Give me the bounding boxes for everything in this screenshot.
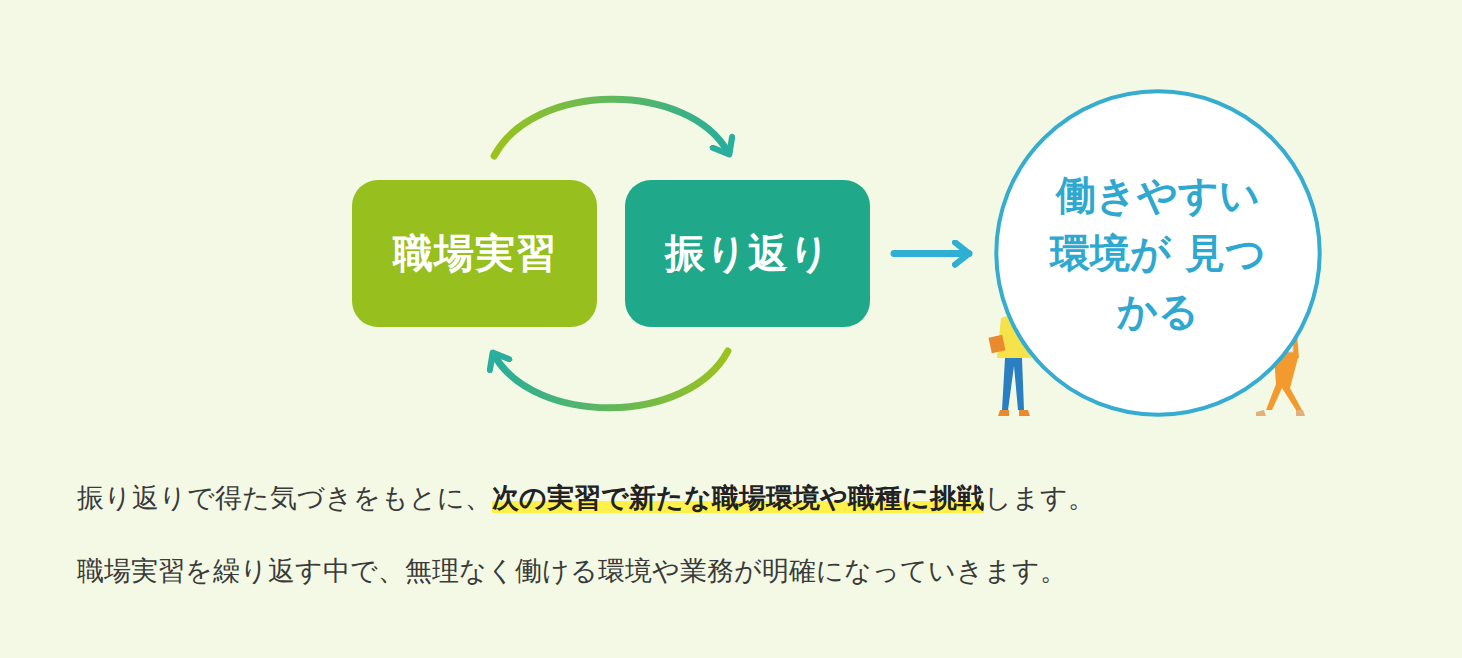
flow-arrow (494, 351, 728, 408)
node-text: 働きやすい 環境が 見つかる (1043, 166, 1273, 340)
flow-arrow (894, 250, 969, 257)
goal-circle: 働きやすい 環境が 見つかる (993, 88, 1323, 418)
body-text: します。 (984, 482, 1095, 513)
node-text: 職場実習 (393, 226, 557, 281)
highlight-text: 次の実習で新たな職場環境や職種に挑戦 (492, 482, 984, 513)
description-line: 振り返りで得た気づきをもとに、次の実習で新たな職場環境や職種に挑戦します。 (77, 480, 1095, 516)
flow-arrow (494, 99, 728, 156)
description-line: 職場実習を繰り返す中で、無理なく働ける環境や業務が明確になっていきます。 (77, 553, 1067, 589)
process-box: 振り返り (625, 180, 870, 327)
process-box: 職場実習 (352, 180, 597, 327)
body-text: 振り返りで得た気づきをもとに、 (77, 482, 492, 513)
body-text: 職場実習を繰り返す中で、無理なく働ける環境や業務が明確になっていきます。 (77, 555, 1067, 586)
node-text: 振り返り (665, 226, 831, 281)
